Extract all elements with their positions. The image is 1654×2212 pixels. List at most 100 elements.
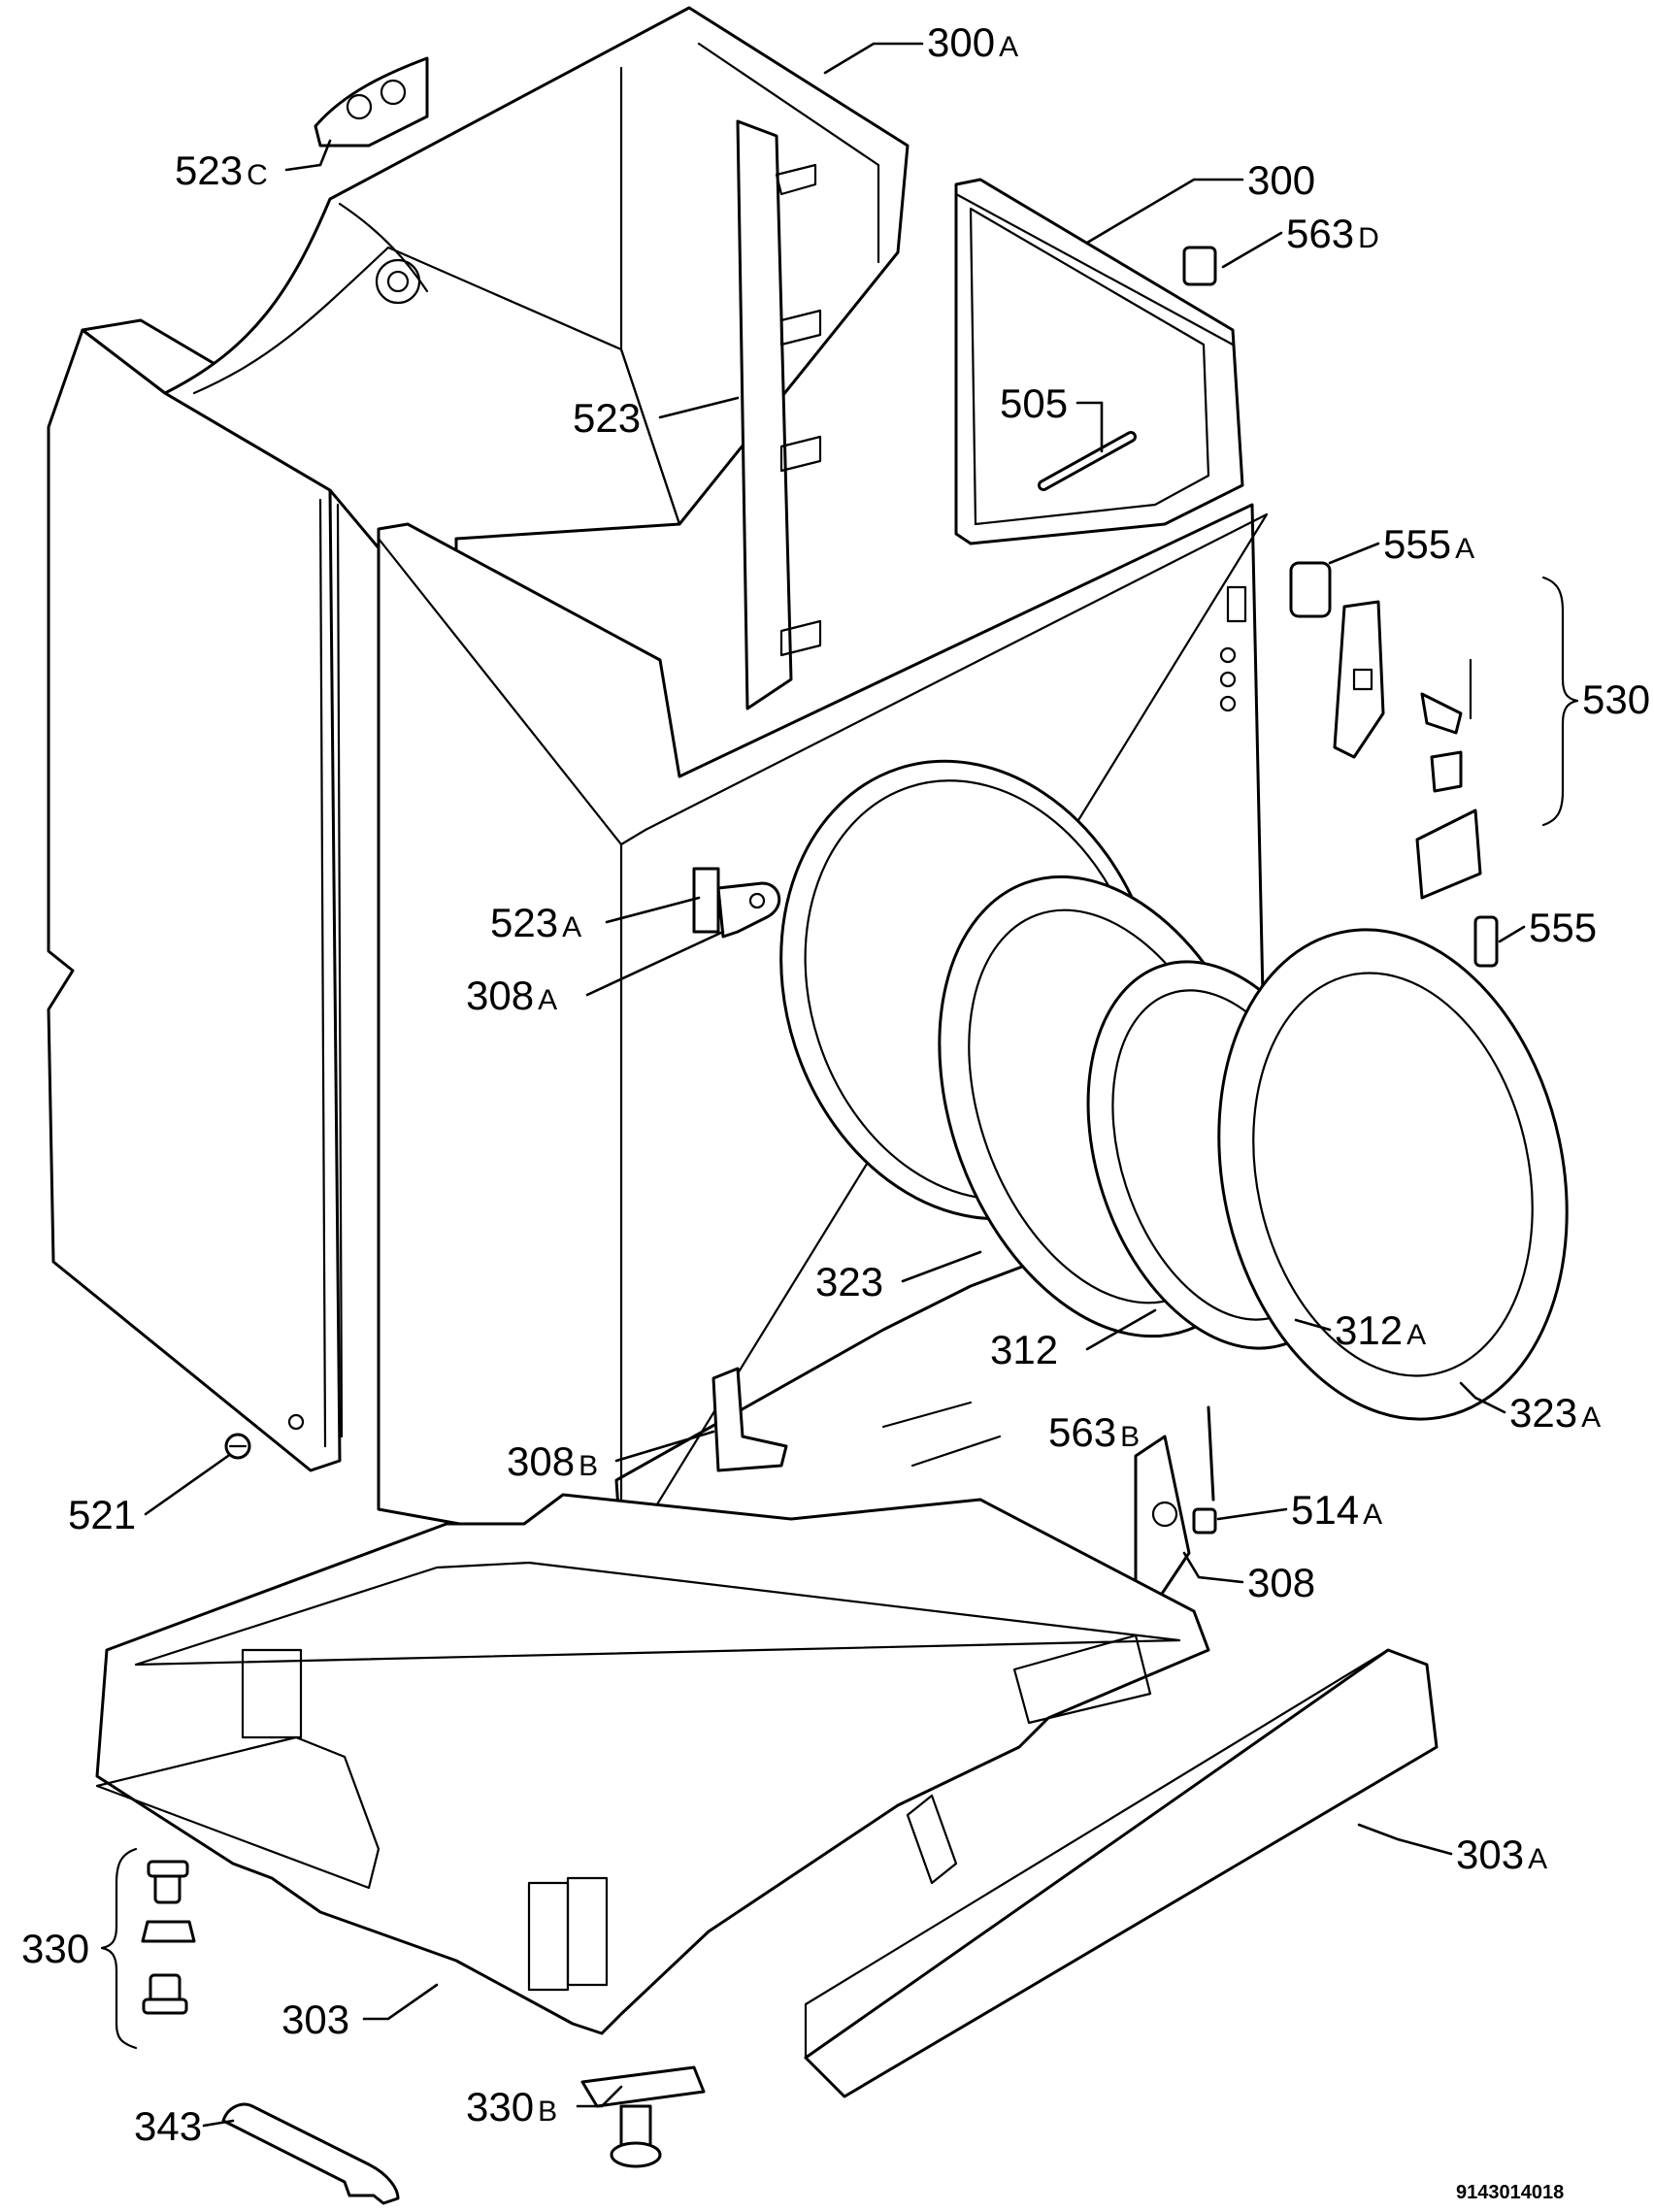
leader-line-303a [1357, 1823, 1453, 1856]
hinge-308 [1134, 1435, 1191, 1599]
callout-suffix: A [1528, 1843, 1547, 1875]
callout-number: 555 [1383, 521, 1451, 567]
callout-number: 343 [134, 2103, 202, 2149]
callout-number: 555 [1529, 905, 1597, 950]
callout-300: 300 [1247, 157, 1315, 203]
callout-number: 330 [466, 2084, 534, 2129]
bracket-308b [711, 1367, 788, 1472]
base-frame-303 [95, 1493, 1210, 2035]
callout-number: 312 [1335, 1307, 1403, 1353]
callout-number: 300 [1247, 157, 1315, 203]
leader-line-555 [1498, 925, 1526, 943]
callout-suffix: A [562, 911, 581, 943]
leader-line-312 [1085, 1308, 1157, 1351]
leader-line-523a [605, 896, 701, 924]
callout-suffix: C [247, 159, 268, 191]
pin-563b [1207, 1405, 1215, 1502]
callout-number: 505 [1000, 380, 1068, 426]
cover-555a [1289, 561, 1332, 618]
leader-line-343 [202, 2119, 235, 2128]
callout-suffix: A [999, 31, 1018, 63]
kick-panel-303a [804, 1648, 1439, 2098]
leader-line-514a [1216, 1507, 1288, 1521]
clip-563d [1182, 246, 1217, 286]
leader-line-555a [1328, 542, 1380, 565]
callout-number: 523 [573, 395, 641, 441]
wrench-343 [221, 2102, 400, 2205]
leader-line-323a [1459, 1381, 1506, 1414]
brace-330 [100, 1847, 138, 2050]
callout-530: 530 [1582, 677, 1650, 722]
callout-number: 303 [281, 1997, 349, 2042]
cable-holder-523 [736, 119, 822, 710]
leader-line-303 [362, 1983, 439, 2021]
callout-suffix: A [1363, 1499, 1382, 1531]
leader-line-505 [1075, 401, 1104, 453]
callout-343: 343 [134, 2103, 202, 2149]
callout-suffix: A [1455, 533, 1474, 565]
callout-312: 312 [990, 1327, 1058, 1372]
right-rear-frame [954, 178, 1244, 545]
callout-number: 530 [1582, 677, 1650, 722]
callout-number: 563 [1048, 1409, 1116, 1455]
leader-line-308a [585, 930, 725, 997]
callout-number: 521 [68, 1492, 136, 1537]
leader-line-308 [1182, 1551, 1244, 1584]
bracket-523a [692, 867, 720, 934]
leader-line-563d [1221, 231, 1283, 269]
screw-514a [1192, 1507, 1217, 1535]
callout-523: 523 [573, 395, 641, 441]
callout-330: 330 [21, 1926, 89, 1971]
callout-323: 323 [815, 1259, 883, 1304]
bracket-308a [716, 881, 781, 939]
rod-505 [1038, 431, 1137, 491]
leader-line-521 [144, 1454, 230, 1516]
rear-frame [163, 6, 910, 643]
callout-number: 312 [990, 1327, 1058, 1372]
brace-530 [1541, 576, 1579, 827]
callout-suffix: A [1581, 1402, 1601, 1434]
callout-suffix: A [1406, 1319, 1426, 1351]
callout-number: 563 [1286, 211, 1354, 256]
leader-line-523c [284, 139, 332, 172]
callout-308: 308 [1247, 1560, 1315, 1605]
callout-505: 505 [1000, 380, 1068, 426]
callout-suffix: D [1358, 222, 1379, 254]
door-lock-assembly-530 [1333, 600, 1482, 900]
callout-suffix: B [538, 2096, 557, 2128]
document-number: 9143014018 [1456, 2182, 1564, 2203]
callout-number: 330 [21, 1926, 89, 1971]
leader-line-300 [1085, 178, 1244, 245]
callout-number: 300 [927, 19, 995, 65]
callout-number: 323 [815, 1259, 883, 1304]
leader-line-330b [576, 2085, 623, 2108]
leader-line-523 [658, 396, 740, 419]
callout-555: 555 [1529, 905, 1597, 950]
callout-number: 303 [1456, 1832, 1524, 1877]
leader-line-323 [901, 1250, 982, 1283]
leader-line-308b [614, 1430, 715, 1463]
callout-number: 308 [1247, 1560, 1315, 1605]
callout-suffix: B [579, 1450, 598, 1482]
leader-line-300a [823, 42, 924, 75]
callout-number: 523 [490, 900, 558, 945]
bracket-523c [314, 56, 429, 148]
left-side-panel [47, 318, 344, 1472]
callout-suffix: A [538, 984, 557, 1016]
adjustable-foot-330b [580, 2065, 706, 2168]
